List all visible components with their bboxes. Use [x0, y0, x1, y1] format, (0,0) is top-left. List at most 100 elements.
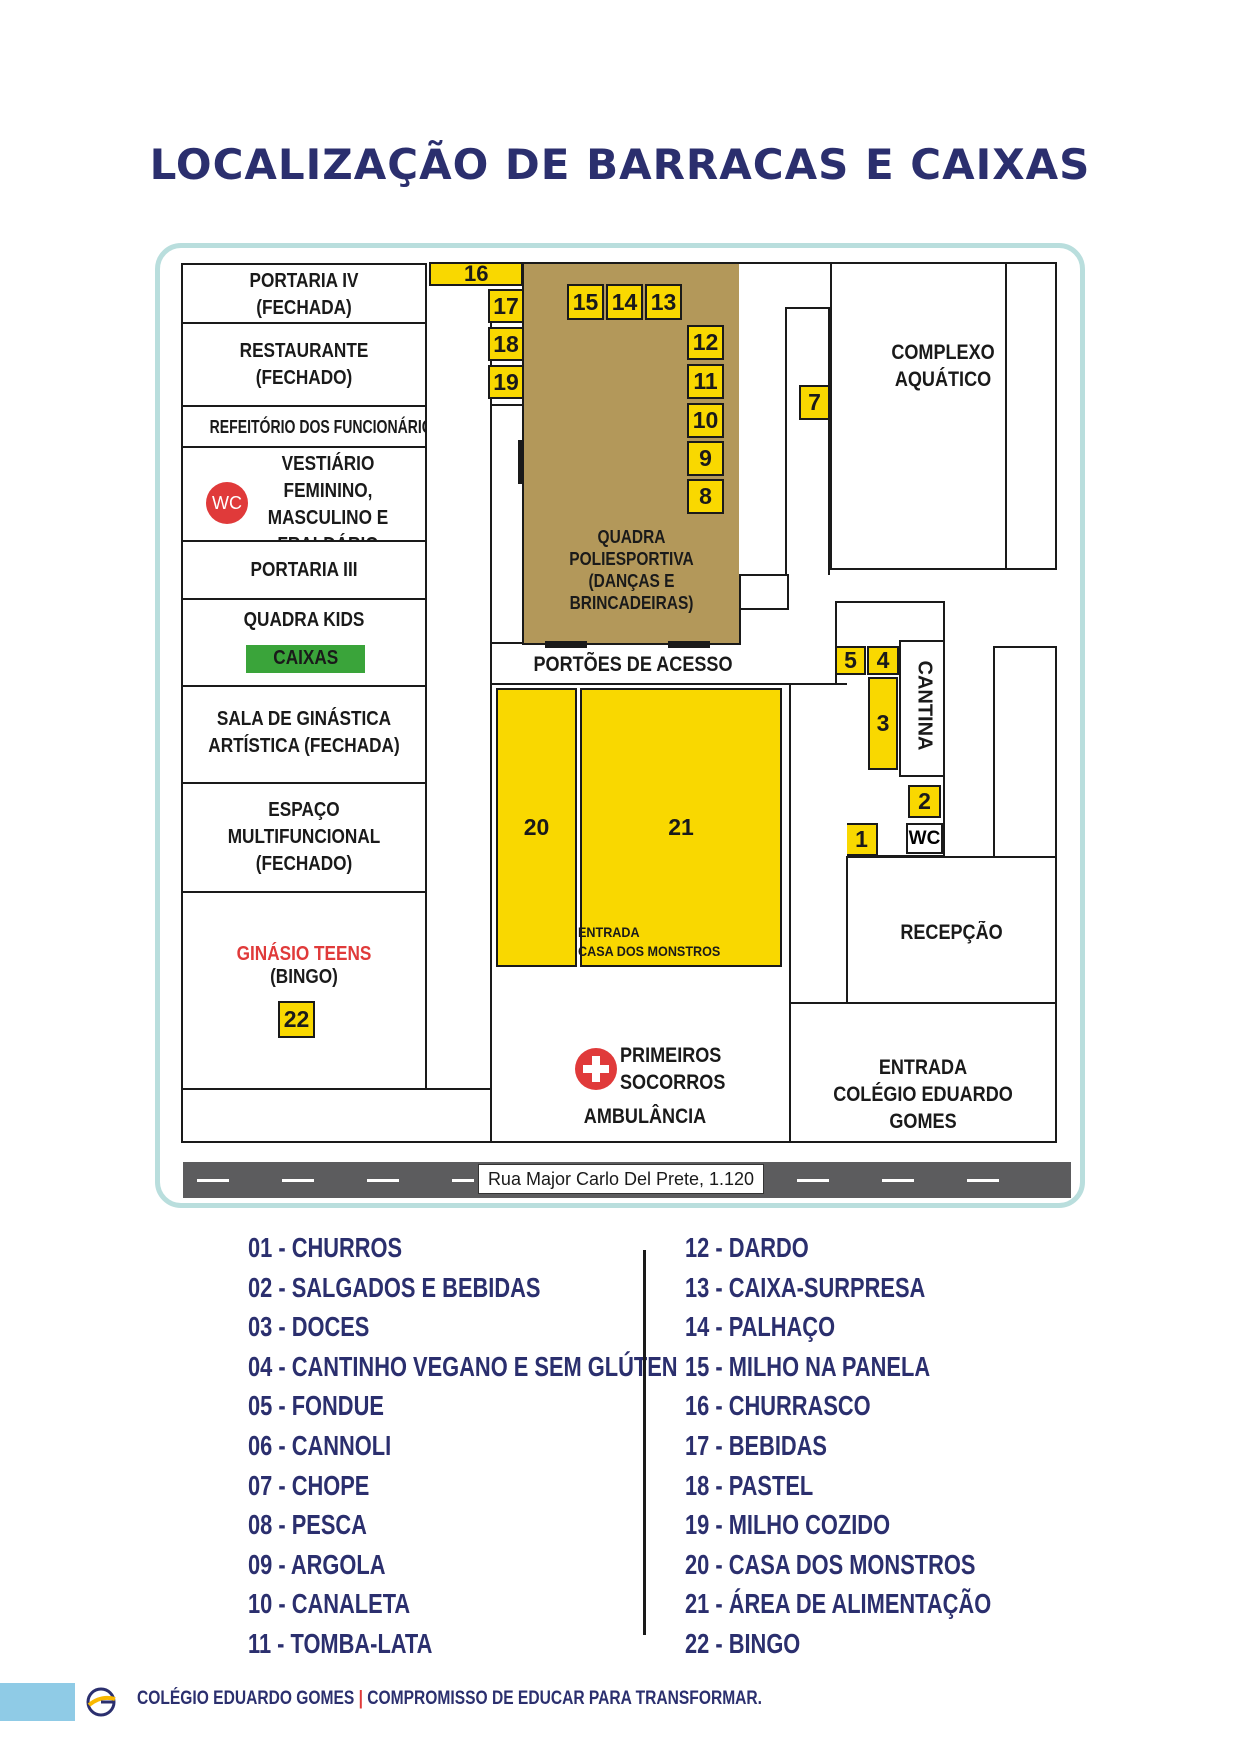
legend-item: 02 - SALGADOS E BEBIDAS	[248, 1271, 541, 1303]
legend-item: 14 - PALHAÇO	[685, 1311, 836, 1343]
ginasio-teens-label: GINÁSIO TEENS	[236, 943, 372, 965]
portoes-label: PORTÕES DE ACESSO	[533, 653, 733, 676]
booth-3[interactable]: 3	[868, 677, 898, 770]
cantina-label: CANTINA	[913, 660, 936, 751]
footer-slogan: COMPROMISSO DE EDUCAR PARA TRANSFORMAR.	[367, 1688, 763, 1709]
legend-item: 08 - PESCA	[248, 1509, 367, 1541]
booth-19[interactable]: 19	[488, 365, 524, 399]
east-passage-lower	[789, 683, 847, 1005]
legend-divider	[643, 1250, 646, 1635]
legend-item: 04 - CANTINHO VEGANO E SEM GLÚTEN	[248, 1350, 678, 1382]
booth-12[interactable]: 12	[687, 325, 724, 360]
school-logo	[84, 1685, 118, 1719]
recepcao-label: RECEPÇÃO	[900, 921, 1003, 944]
booth-22[interactable]: 22	[278, 1001, 315, 1038]
corridor-left	[425, 322, 492, 1091]
legend-item: 09 - ARGOLA	[248, 1548, 386, 1580]
booth-15[interactable]: 15	[567, 284, 604, 320]
page-title: LOCALIZAÇÃO DE BARRACAS E CAIXAS	[149, 140, 1091, 189]
entrada-casa-label: ENTRADA CASA DOS MONSTROS	[578, 924, 721, 959]
booth-21[interactable]: 21	[580, 688, 782, 967]
door-mark	[518, 440, 524, 484]
portaria-iii-label: PORTARIA III	[250, 559, 358, 581]
road-dash	[452, 1179, 474, 1182]
booth-14[interactable]: 14	[606, 284, 643, 320]
legend-item: 19 - MILHO COZIDO	[685, 1509, 891, 1541]
legend-item: 06 - CANNOLI	[248, 1429, 392, 1461]
east-passage	[785, 307, 830, 575]
room-quadra-kids: QUADRA KIDS CAIXAS	[181, 598, 427, 687]
footer-accent-bar	[0, 1683, 75, 1721]
wc-icon: WC	[206, 482, 248, 524]
booth-11[interactable]: 11	[687, 364, 724, 399]
footer-separator: |	[358, 1688, 363, 1709]
complexo-edge	[1005, 262, 1057, 570]
first-aid-icon	[575, 1048, 617, 1090]
entrada-label: ENTRADA COLÉGIO EDUARDO GOMES	[833, 1056, 1013, 1133]
legend-item: 15 - MILHO NA PANELA	[685, 1350, 931, 1382]
restaurante-label: RESTAURANTE (FECHADO)	[239, 340, 369, 389]
booth-1[interactable]: 1	[845, 823, 878, 856]
booth-8[interactable]: 8	[687, 479, 724, 514]
room-restaurante: RESTAURANTE (FECHADO)	[181, 322, 427, 407]
booth-9[interactable]: 9	[687, 441, 724, 476]
footer-school: COLÉGIO EDUARDO GOMES	[137, 1688, 355, 1709]
legend-item: 16 - CHURRASCO	[685, 1390, 871, 1422]
quadra-label: QUADRA POLIESPORTIVA (DANÇAS E BRINCADEI…	[569, 527, 694, 613]
legend-item: 01 - CHURROS	[248, 1232, 403, 1263]
legend-item: 03 - DOCES	[248, 1311, 370, 1343]
legend-item: 07 - CHOPE	[248, 1469, 370, 1501]
room-portaria-iii: PORTARIA III	[181, 540, 427, 600]
road-dash	[197, 1179, 229, 1182]
sala-ginastica-label: SALA DE GINÁSTICA ARTÍSTICA (FECHADA)	[208, 708, 400, 757]
booth-16[interactable]: 16	[429, 261, 523, 286]
legend-item: 21 - ÁREA DE ALIMENTAÇÃO	[685, 1588, 992, 1620]
road-dash	[882, 1179, 914, 1182]
espaco-label: ESPAÇO MULTIFUNCIONAL (FECHADO)	[227, 799, 381, 875]
bingo-label: (BINGO)	[270, 966, 338, 988]
room-espaco-multifuncional: ESPAÇO MULTIFUNCIONAL (FECHADO)	[181, 782, 427, 893]
portaria-iv-label: PORTARIA IV (FECHADA)	[249, 270, 359, 319]
booth-13[interactable]: 13	[645, 284, 682, 320]
booth-7[interactable]: 7	[799, 385, 830, 420]
booth-5[interactable]: 5	[835, 646, 866, 675]
booth-20[interactable]: 20	[496, 688, 577, 967]
legend-item: 20 - CASA DOS MONSTROS	[685, 1548, 976, 1580]
legend-item: 10 - CANALETA	[248, 1588, 411, 1620]
primeiros-socorros-label: PRIMEIROS SOCORROS	[620, 1044, 726, 1094]
booth-4[interactable]: 4	[867, 646, 899, 675]
legend-item: 17 - BEBIDAS	[685, 1429, 827, 1461]
legend-item: 18 - PASTEL	[685, 1469, 814, 1501]
block-bottom-left	[181, 1088, 492, 1143]
east-ledge	[739, 574, 789, 610]
room-portaria-iv: PORTARIA IV (FECHADA)	[181, 263, 427, 324]
booth-10[interactable]: 10	[687, 403, 724, 438]
booth-18[interactable]: 18	[488, 327, 524, 361]
street-name: Rua Major Carlo Del Prete, 1.120	[478, 1164, 764, 1194]
cantina: CANTINA	[899, 640, 945, 777]
refeitorio-label: REFEITÓRIO DOS FUNCIONÁRIOS	[209, 417, 443, 437]
booth-17[interactable]: 17	[488, 289, 524, 323]
road-dash	[282, 1179, 314, 1182]
road-dash	[967, 1179, 999, 1182]
footer-text: COLÉGIO EDUARDO GOMES | COMPROMISSO DE E…	[137, 1688, 762, 1710]
road-dash	[797, 1179, 829, 1182]
legend-item: 22 - BINGO	[685, 1627, 801, 1659]
booth-2[interactable]: 2	[908, 785, 941, 818]
legend-item: 13 - CAIXA-SURPRESA	[685, 1271, 926, 1303]
legend-left: 01 - CHURROS 02 - SALGADOS E BEBIDAS 03 - …	[248, 1228, 799, 1664]
room-vestiario: WC VESTIÁRIO FEMININO, MASCULINO E FRALD…	[181, 446, 427, 556]
legend-item: 11 - TOMBA-LATA	[248, 1627, 433, 1659]
road-dash	[367, 1179, 399, 1182]
entrada-colegio: ENTRADA COLÉGIO EDUARDO GOMES	[789, 1002, 1057, 1143]
complexo-label: COMPLEXO AQUÁTICO	[891, 341, 995, 391]
room-ginasio-teens: GINÁSIO TEENS (BINGO)	[181, 891, 427, 1090]
ambulancia-label: AMBULÂNCIA	[583, 1105, 707, 1128]
room-sala-ginastica: SALA DE GINÁSTICA ARTÍSTICA (FECHADA)	[181, 685, 427, 784]
gate-mark-1	[545, 641, 587, 648]
wc-box: WC	[906, 823, 943, 854]
gate-mark-2	[668, 641, 710, 648]
caixas-badge: CAIXAS	[246, 645, 365, 673]
recepcao: RECEPÇÃO	[846, 856, 1057, 1004]
